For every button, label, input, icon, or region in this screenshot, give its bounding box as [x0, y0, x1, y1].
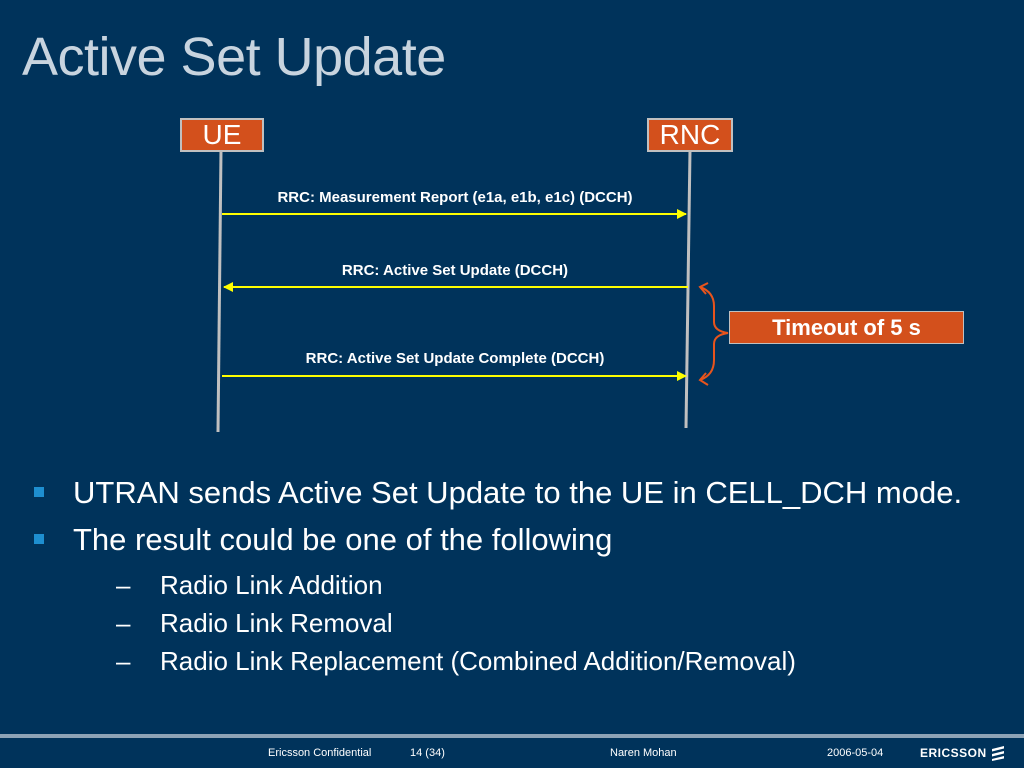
- timeout-box: Timeout of 5 s: [729, 311, 964, 344]
- footer-divider: [0, 734, 1024, 738]
- logo-wordmark: ERICSSON: [920, 746, 987, 760]
- timeout-bracket: [699, 286, 729, 381]
- dash-bullet-icon: –: [116, 608, 131, 638]
- square-bullet-icon: [34, 534, 44, 544]
- sub-bullet-text: Radio Link Replacement (Combined Additio…: [160, 646, 796, 676]
- bullet-list: UTRAN sends Active Set Update to the UE …: [32, 472, 992, 680]
- footer-date: 2006-05-04: [827, 747, 884, 759]
- footer-confidential: Ericsson Confidential: [268, 747, 372, 759]
- message-label-active-set-update-complete: RRC: Active Set Update Complete (DCCH): [305, 350, 605, 367]
- ue-lifeline: [216, 149, 223, 433]
- ericsson-stripes-icon: [991, 746, 1004, 761]
- dash-bullet-icon: –: [116, 570, 131, 600]
- footer-page-number: 14 (34): [410, 747, 445, 759]
- rnc-lifeline: [684, 149, 692, 429]
- dash-bullet-icon: –: [116, 646, 131, 676]
- sub-bullet-item: – Radio Link Removal: [32, 604, 992, 642]
- bullet-text: UTRAN sends Active Set Update to the UE …: [73, 475, 963, 510]
- sub-bullet-item: – Radio Link Addition: [32, 566, 992, 604]
- square-bullet-icon: [34, 487, 44, 497]
- bullet-item: The result could be one of the following: [32, 519, 992, 560]
- message-label-measurement-report: RRC: Measurement Report (e1a, e1b, e1c) …: [277, 189, 633, 206]
- sub-bullet-text: Radio Link Removal: [160, 608, 393, 638]
- message-label-active-set-update: RRC: Active Set Update (DCCH): [341, 262, 569, 279]
- sub-bullet-text: Radio Link Addition: [160, 570, 383, 600]
- bullet-item: UTRAN sends Active Set Update to the UE …: [32, 472, 992, 513]
- footer-author: Naren Mohan: [610, 747, 677, 759]
- ericsson-logo: ERICSSON: [920, 744, 1005, 762]
- timeout-bracket-arrowhead-bottom: [698, 372, 709, 386]
- slide-title: Active Set Update: [22, 27, 446, 87]
- sub-bullet-item: – Radio Link Replacement (Combined Addit…: [32, 642, 992, 680]
- timeout-bracket-arrowhead-top: [698, 282, 709, 295]
- bullet-text: The result could be one of the following: [73, 522, 613, 557]
- ue-entity-box: UE: [180, 118, 264, 152]
- rnc-entity-box: RNC: [647, 118, 733, 152]
